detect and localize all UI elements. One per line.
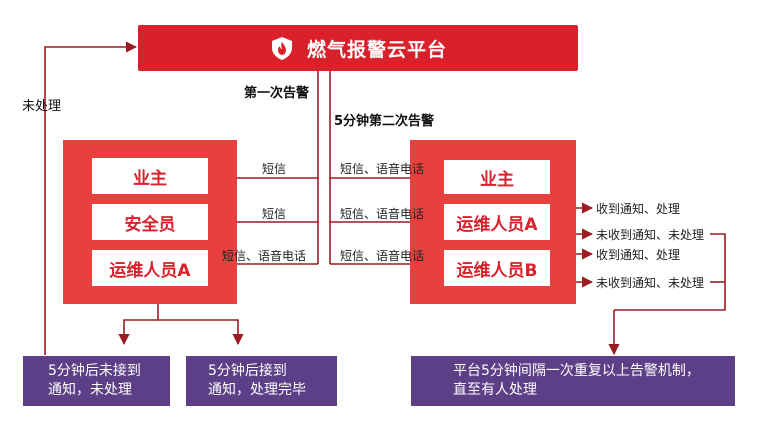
outcome-unreceived-line1: 5分钟后未接到 xyxy=(48,363,141,379)
left-owner-box: 业主 xyxy=(92,158,208,194)
opsB-received-label: 收到通知、处理 xyxy=(596,248,681,262)
first-alarm-label: 第一次告警 xyxy=(244,86,310,101)
repeat-alarm-line1: 平台5分钟间隔一次重复以上告警机制， xyxy=(453,363,700,379)
repeat-alarm-line2: 直至有人处理 xyxy=(453,382,537,398)
opsB-not-received-label: 未收到通知、未处理 xyxy=(596,276,705,290)
left-split-line-2 xyxy=(158,319,244,346)
flame-shield-icon xyxy=(271,37,292,60)
outcome-handled-box: 5分钟后接到通知，处理完毕 xyxy=(186,356,337,406)
outcome-handled-line1: 5分钟后接到 xyxy=(208,363,287,379)
not-received-join xyxy=(614,233,726,311)
gas-alarm-platform: 燃气报警云平台 xyxy=(138,25,578,71)
outcome-unreceived-box: 5分钟后未接到通知，未处理 xyxy=(23,356,170,406)
left-sms-voice-label: 短信、语音电话 xyxy=(222,249,307,263)
opsA-not-received-label: 未收到通知、未处理 xyxy=(596,228,705,242)
outcome-handled-line2: 通知，处理完毕 xyxy=(208,382,306,398)
right-opsA-box: 运维人员A xyxy=(444,204,550,240)
outcome-unreceived-line2: 通知，未处理 xyxy=(48,382,132,398)
right-sv-label-2: 短信、语音电话 xyxy=(340,207,425,221)
platform-title: 燃气报警云平台 xyxy=(306,38,447,61)
left-sms-label-1: 短信 xyxy=(262,162,287,176)
unprocessed-label: 未处理 xyxy=(22,99,62,114)
right-sv-label-1: 短信、语音电话 xyxy=(340,162,425,176)
left-safety-box: 安全员 xyxy=(92,204,208,240)
left-ops-box: 运维人员A xyxy=(92,250,208,286)
right-owner-box: 业主 xyxy=(444,160,550,194)
loop-back-arrow xyxy=(44,41,138,355)
opsA-received-label: 收到通知、处理 xyxy=(596,202,681,216)
right-opsB-box: 运维人员B xyxy=(444,250,550,286)
second-alarm-label: 5分钟第二次告警 xyxy=(334,114,435,129)
right-sv-label-3: 短信、语音电话 xyxy=(340,249,425,263)
left-sms-label-2: 短信 xyxy=(262,207,287,221)
repeat-alarm-box: 平台5分钟间隔一次重复以上告警机制， 直至有人处理 xyxy=(411,356,735,406)
left-split-line xyxy=(118,304,159,346)
